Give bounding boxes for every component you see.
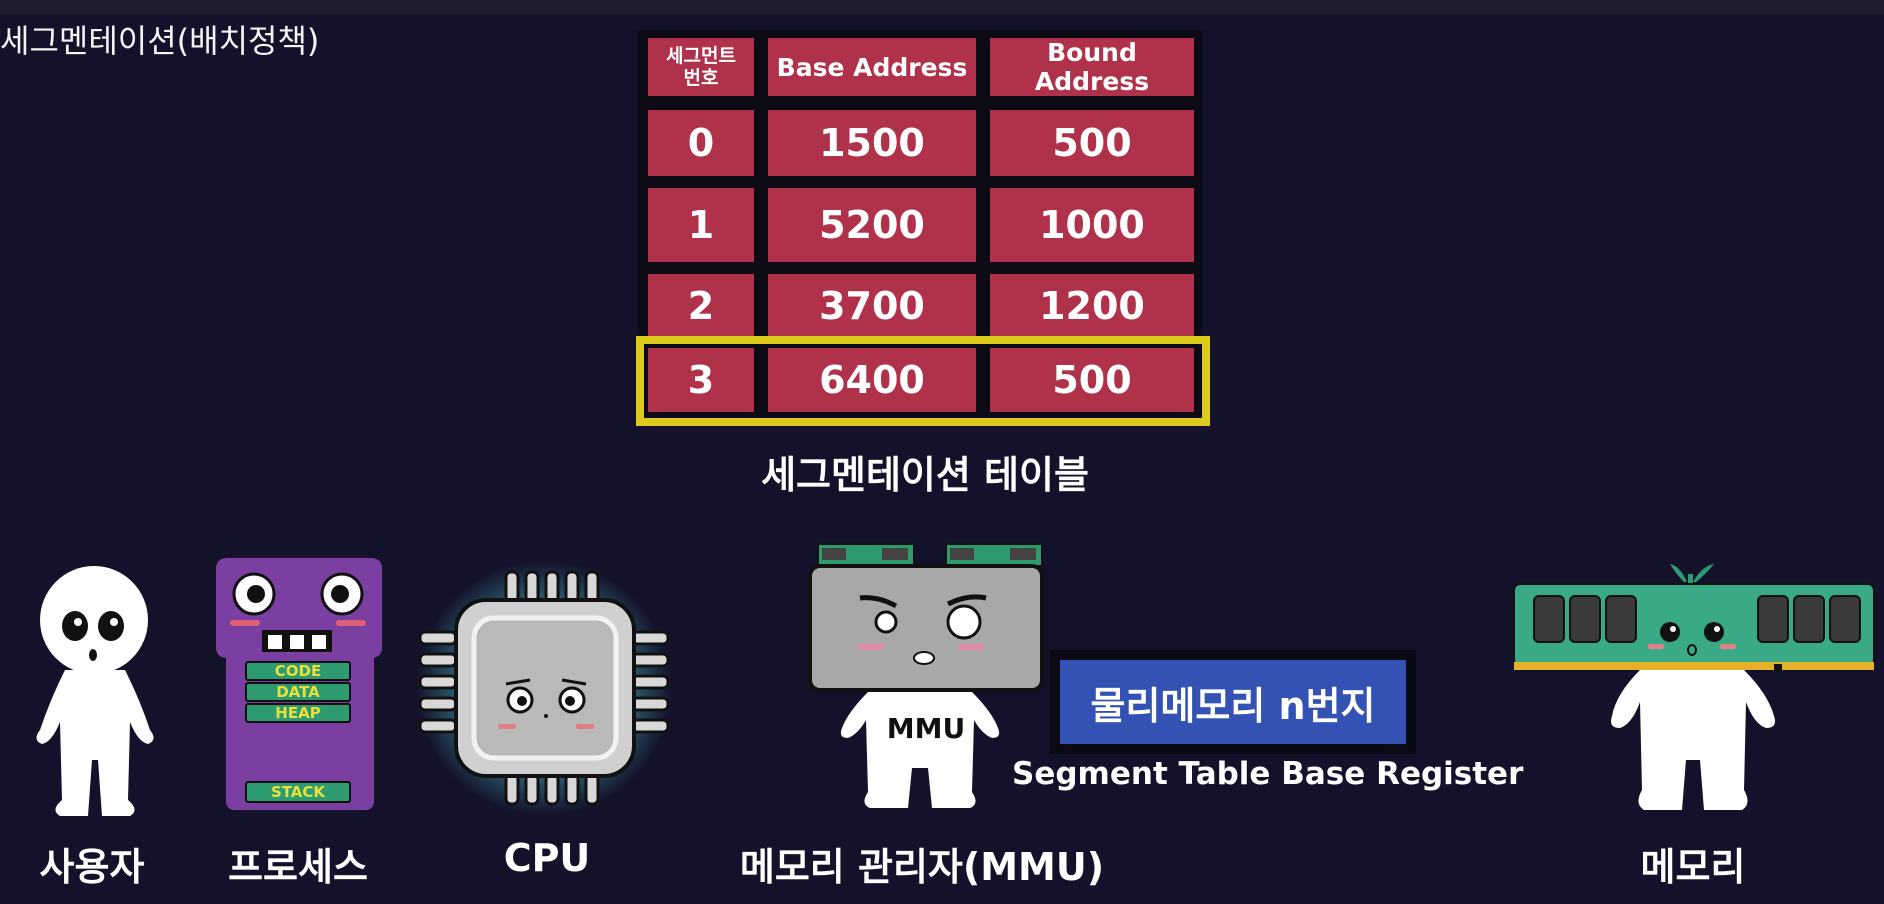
header-segment-number: 세그먼트 번호 (648, 38, 754, 96)
cell-base-0: 1500 (768, 110, 976, 176)
label-user: 사용자 (39, 845, 145, 889)
user-character-icon (36, 566, 154, 816)
label-mmu: 메모리 관리자(MMU) (739, 845, 1105, 889)
mmu-character-icon (808, 543, 1044, 808)
cell-bound-3: 500 (990, 348, 1194, 412)
top-bar (0, 0, 1884, 14)
cell-base-1: 5200 (768, 188, 976, 262)
cell-segment-3: 3 (648, 348, 754, 412)
cell-segment-1: 1 (648, 188, 754, 262)
process-section-data: DATA (245, 682, 351, 702)
cell-base-2: 3700 (768, 274, 976, 338)
cell-segment-2: 2 (648, 274, 754, 338)
cell-bound-0: 500 (990, 110, 1194, 176)
cell-bound-1: 1000 (990, 188, 1194, 262)
physical-memory-text: 물리메모리 n번지 (1060, 660, 1406, 744)
row-3-highlight (636, 336, 1210, 426)
mmu-body-text: MMU (886, 712, 966, 745)
memory-character-icon (1513, 564, 1875, 810)
segment-table: 세그먼트 번호 Base Address Bound Address 0 150… (638, 30, 1202, 422)
process-section-code: CODE (245, 661, 351, 681)
segment-table-base-register-label: Segment Table Base Register (1012, 756, 1524, 792)
page-title: 세그멘테이션(배치정책) (0, 22, 320, 60)
header-segment-line-1: 세그먼트 (666, 45, 736, 67)
cpu-character-icon (416, 560, 672, 816)
label-process: 프로세스 (228, 845, 368, 889)
header-bound-address: Bound Address (990, 38, 1194, 96)
physical-memory-box: 물리메모리 n번지 (1050, 650, 1416, 754)
header-segment-line-2: 번호 (683, 67, 719, 89)
cell-segment-0: 0 (648, 110, 754, 176)
process-section-heap: HEAP (245, 703, 351, 723)
label-memory: 메모리 (1640, 845, 1746, 889)
label-cpu: CPU (503, 836, 591, 880)
cell-base-3: 6400 (768, 348, 976, 412)
cell-bound-2: 1200 (990, 274, 1194, 338)
process-section-stack: STACK (245, 781, 351, 803)
header-base-address: Base Address (768, 38, 976, 96)
table-caption: 세그멘테이션 테이블 (761, 453, 1089, 497)
